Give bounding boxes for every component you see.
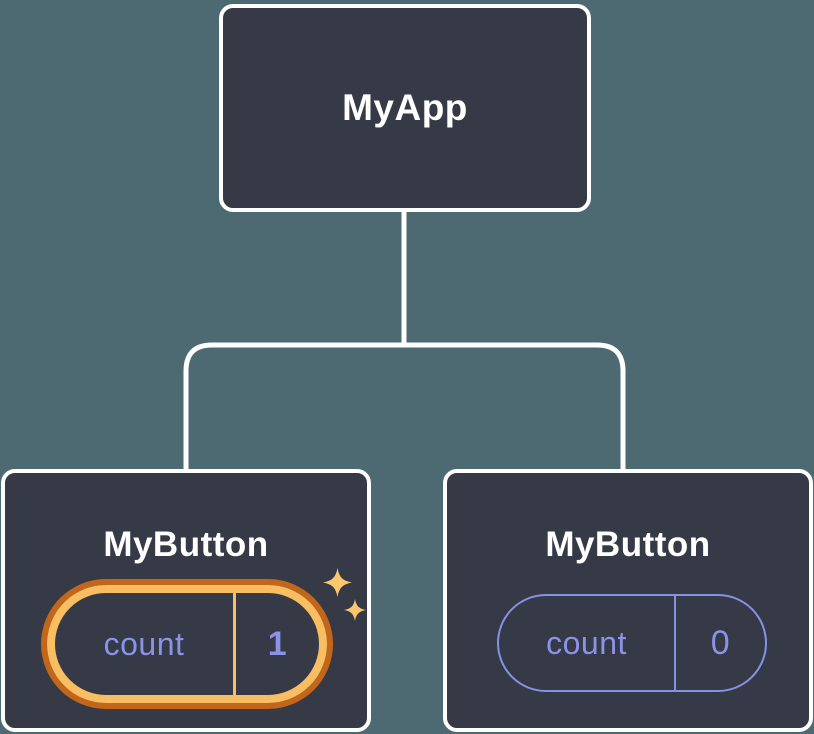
sparkle-icon bbox=[344, 599, 366, 621]
sparkle-icon bbox=[323, 568, 352, 597]
component-node-myapp: MyApp bbox=[219, 4, 591, 212]
component-name-label: MyButton bbox=[103, 525, 269, 564]
state-badge-highlighted: count 1 bbox=[47, 585, 327, 703]
state-value-label: 0 bbox=[710, 623, 731, 662]
state-key-label: count bbox=[103, 625, 185, 662]
component-name-label: MyButton bbox=[545, 525, 711, 564]
state-value-label: 1 bbox=[267, 624, 288, 663]
state-badge-divider bbox=[233, 593, 236, 695]
component-node-mybutton-2: MyButton count 0 bbox=[443, 469, 813, 732]
state-badge: count 0 bbox=[497, 594, 767, 692]
state-key-label: count bbox=[546, 624, 627, 661]
component-node-mybutton-1: MyButton count 1 bbox=[1, 469, 371, 732]
state-badge-divider bbox=[674, 596, 676, 690]
component-name-label: MyApp bbox=[342, 87, 468, 128]
